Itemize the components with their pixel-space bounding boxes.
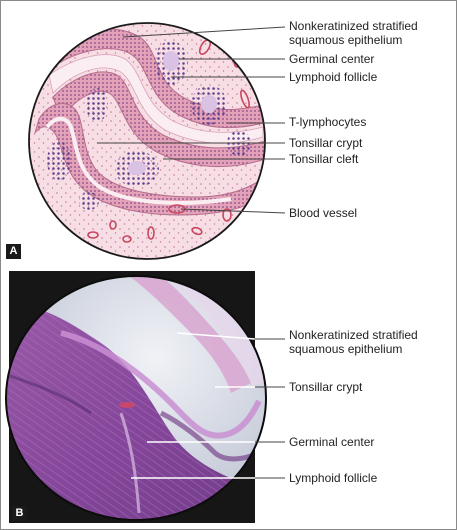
field-of-view-outline [28, 22, 266, 260]
lymphoid-follicle [86, 88, 108, 122]
panel-a: Nonkeratinized stratified squamous epith… [1, 1, 456, 263]
label-epithelium-line2: squamous epithelium [289, 33, 403, 47]
label-lymphoid-follicle: Lymphoid follicle [289, 70, 378, 84]
micrograph-field-outline [5, 275, 267, 521]
label-tonsillar-cleft: Tonsillar cleft [289, 152, 359, 166]
label-germinal-center: Germinal center [289, 52, 375, 66]
label-b-lymphoid-follicle: Lymphoid follicle [289, 471, 378, 485]
label-b-epithelium-line1: Nonkeratinized stratified [289, 328, 418, 342]
label-b-germinal-center: Germinal center [289, 435, 375, 449]
lymphoid-follicle [47, 141, 71, 181]
panel-b-letter: B [12, 506, 27, 521]
panel-b-micrograph [5, 271, 285, 523]
panel-b-leader-lines-inside [131, 332, 256, 479]
panel-a-leader-lines [97, 26, 286, 214]
label-b-tonsillar-crypt: Tonsillar crypt [289, 380, 363, 394]
epithelium-flap [111, 276, 251, 393]
lower-epithelium-band [52, 71, 265, 167]
label-b-epithelium-line2: squamous epithelium [289, 342, 403, 356]
label-epithelium-line1: Nonkeratinized stratified [289, 19, 418, 33]
panel-a-illustration [28, 22, 286, 260]
label-tonsillar-crypt: Tonsillar crypt [289, 136, 363, 150]
lymphoid-follicle [79, 192, 99, 210]
panel-b: Nonkeratinized stratified squamous epith… [1, 263, 456, 529]
label-t-lymphocytes: T-lymphocytes [289, 115, 367, 129]
label-blood-vessel: Blood vessel [289, 206, 358, 220]
panel-a-letter: A [6, 244, 21, 259]
germinal-center [163, 51, 179, 71]
epithelial-border [60, 330, 262, 439]
panel-b-leader-lines-outside [255, 338, 285, 479]
